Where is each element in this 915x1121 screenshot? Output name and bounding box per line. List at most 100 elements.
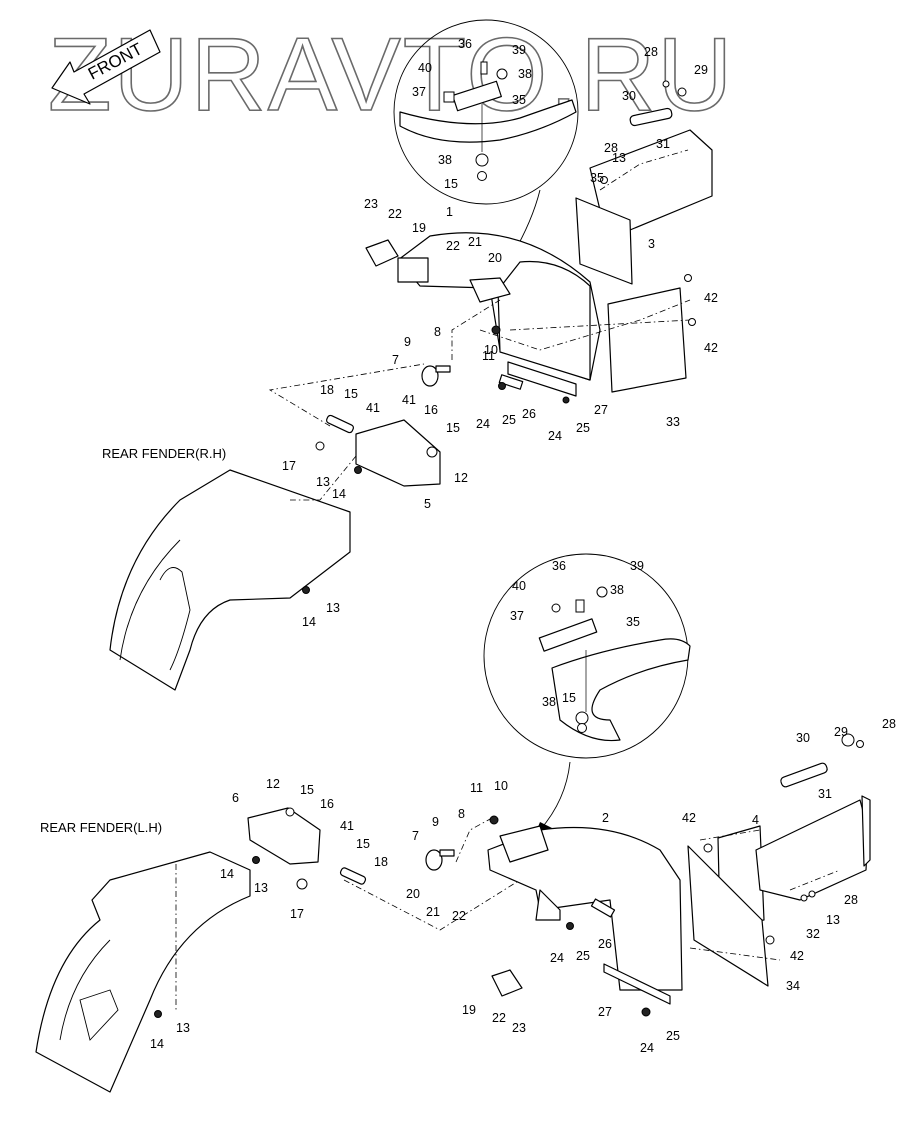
- callout: 20: [406, 887, 420, 901]
- detail-pin: [575, 599, 585, 613]
- callout: 18: [374, 855, 388, 869]
- callout: 19: [412, 221, 426, 235]
- rh-mudflap-33: [607, 287, 687, 393]
- lh-bracket-edge: [861, 795, 871, 867]
- callout: 4: [752, 813, 759, 827]
- callout: 9: [432, 815, 439, 829]
- callout: 24: [548, 429, 562, 443]
- rh-rear-fender: [109, 469, 351, 691]
- callout: 42: [790, 949, 804, 963]
- lh-hook-18: [339, 867, 367, 885]
- callout: 29: [694, 63, 708, 77]
- detail-pin: [480, 61, 488, 75]
- callout: 30: [796, 731, 810, 745]
- callout: 13: [326, 601, 340, 615]
- callout: 26: [598, 937, 612, 951]
- callout: 13: [612, 151, 626, 165]
- callout: 34: [786, 979, 800, 993]
- callout: 13: [826, 913, 840, 927]
- callout: 40: [418, 61, 432, 75]
- callout: 5: [424, 497, 431, 511]
- detail-pointer-arc: [539, 761, 571, 831]
- callout: 33: [666, 415, 680, 429]
- callout: 10: [484, 343, 498, 357]
- callout: 35: [590, 171, 604, 185]
- detail-nut: [477, 171, 487, 181]
- callout: 41: [366, 401, 380, 415]
- callout: 6: [232, 791, 239, 805]
- callout: 28: [882, 717, 896, 731]
- callout: 25: [576, 949, 590, 963]
- lh-reflector-26: [590, 898, 616, 918]
- rh-pin-block: [469, 277, 511, 303]
- callout: 15: [344, 387, 358, 401]
- callout: 9: [404, 335, 411, 349]
- lh-bolt-9: [439, 849, 455, 857]
- callout: 42: [682, 811, 696, 825]
- lh-light-bracket: [755, 799, 869, 901]
- callout: 28: [604, 141, 618, 155]
- callout: 42: [704, 291, 718, 305]
- rear-fender-lh-assembly: 2 4 6 7 8 9 10 11 12 13 13 13 14 14 15 1…: [35, 553, 896, 1093]
- callout: 17: [290, 907, 304, 921]
- lh-callouts: 2 4 6 7 8 9 10 11 12 13 13 13 14 14 15 1…: [150, 559, 896, 1055]
- callout: 31: [656, 137, 670, 151]
- callout: 30: [622, 89, 636, 103]
- callout: 38: [518, 67, 532, 81]
- callout: 8: [458, 807, 465, 821]
- callout: 15: [444, 177, 458, 191]
- callout: 22: [446, 239, 460, 253]
- lh-mudflap-34: [687, 845, 769, 987]
- callout: 15: [300, 783, 314, 797]
- callout: 13: [254, 881, 268, 895]
- lh-detail-circle: [483, 553, 691, 842]
- callout: 14: [302, 615, 316, 629]
- detail-washer: [575, 711, 589, 725]
- callout: 36: [552, 559, 566, 573]
- callout: 26: [522, 407, 536, 421]
- callout: 35: [512, 93, 526, 107]
- callout: 25: [576, 421, 590, 435]
- callout: 18: [320, 383, 334, 397]
- rh-plate-3: [575, 197, 633, 285]
- callout: 14: [150, 1037, 164, 1051]
- callout: 42: [704, 341, 718, 355]
- callout: 8: [434, 325, 441, 339]
- callout: 27: [598, 1005, 612, 1019]
- callout: 36: [458, 37, 472, 51]
- callout: 37: [412, 85, 426, 99]
- callout: 22: [492, 1011, 506, 1025]
- callout: 25: [666, 1029, 680, 1043]
- callout: 25: [502, 413, 516, 427]
- callout: 14: [220, 867, 234, 881]
- callout: 22: [388, 207, 402, 221]
- callout: 32: [806, 927, 820, 941]
- callout: 15: [356, 837, 370, 851]
- caption-rear-fender-lh: REAR FENDER(L.H): [40, 820, 162, 835]
- rh-hook-18: [326, 414, 354, 434]
- callout: 7: [392, 353, 399, 367]
- callout: 21: [426, 905, 440, 919]
- detail-fender-edge: [399, 99, 577, 143]
- callout: 39: [512, 43, 526, 57]
- callout: 24: [640, 1041, 654, 1055]
- lh-rear-fender: [35, 851, 251, 1093]
- callout: 12: [454, 471, 468, 485]
- callout: 27: [594, 403, 608, 417]
- callout: 2: [602, 811, 609, 825]
- rh-handle-30: [629, 107, 673, 127]
- detail-bracket: [538, 618, 598, 652]
- callout: 7: [412, 829, 419, 843]
- caption-rear-fender-rh: REAR FENDER(R.H): [102, 446, 226, 461]
- detail-bracket: [452, 80, 502, 112]
- rh-lamp-19: [365, 239, 399, 267]
- detail-washer-top: [496, 68, 508, 80]
- rear-fender-rh-assembly: 1 3 5 7 8 9 10 11 12 13 13 13 14 14 15 1…: [102, 19, 718, 691]
- callout: 39: [630, 559, 644, 573]
- lh-strip-27: [603, 963, 671, 1005]
- callout: 15: [562, 691, 576, 705]
- lh-lamp-19: [491, 969, 523, 997]
- rh-detail-circle: [393, 19, 579, 284]
- callout: 13: [316, 475, 330, 489]
